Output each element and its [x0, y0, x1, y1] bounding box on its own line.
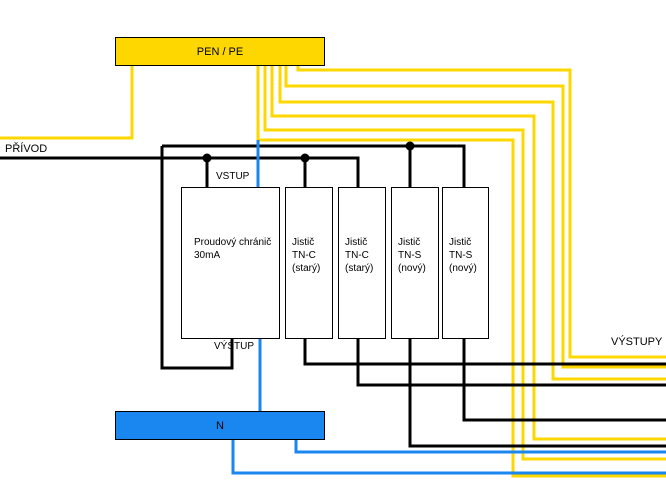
breaker-1-line-3: (starý): [292, 263, 321, 274]
phase-output-breaker-2: [356, 339, 666, 387]
breaker-4-line-1: Jistič: [449, 237, 472, 248]
rcd-label-line-2: 30mA: [194, 250, 221, 261]
breaker-2-line-2: TN-C: [345, 250, 369, 261]
breaker-3: Jistič TN-S (nový): [391, 187, 439, 339]
pen-pe-bar: PEN / PE: [115, 37, 325, 66]
vystup-label: VÝSTUP: [214, 341, 255, 352]
breaker-4-line-3: (nový): [449, 263, 477, 274]
pe-wire-output-4: [270, 66, 666, 441]
pe-wire-output-2: [284, 66, 666, 369]
phase-output-breaker-1: [303, 339, 666, 366]
pe-wire-privod: [0, 66, 134, 140]
breaker-1-line-1: Jistič: [292, 237, 315, 248]
breaker-3-line-3: (nový): [398, 263, 426, 274]
n-label: N: [216, 419, 224, 432]
neutral-output-2: [294, 440, 666, 454]
n-bar: N: [115, 411, 325, 440]
breaker-4: Jistič TN-S (nový): [442, 187, 489, 339]
breaker-2-line-1: Jistič: [345, 237, 368, 248]
pe-wire-output-6: [256, 66, 666, 478]
junction-dot-2: [300, 153, 310, 163]
breaker-3-line-2: TN-S: [398, 250, 422, 261]
junction-dot-1: [202, 153, 212, 163]
privod-label: PŘÍVOD: [5, 143, 48, 155]
pe-wire-output-5: [263, 66, 666, 461]
pen-pe-label: PEN / PE: [196, 45, 244, 58]
pe-wire-output-3: [278, 66, 666, 381]
breaker-1-line-2: TN-C: [292, 250, 316, 261]
rcd-box: Proudový chránič 30mA: [181, 187, 280, 339]
breaker-1: Jistič TN-C (starý): [285, 187, 333, 339]
junction-dot-3: [405, 141, 415, 151]
phase-loop-rcd: [160, 146, 234, 370]
phase-output-breaker-4: [462, 339, 666, 422]
vystupy-label: VÝSTUPY: [611, 336, 663, 348]
pe-wire-output-1: [296, 66, 666, 359]
breaker-3-line-1: Jistič: [398, 237, 421, 248]
phase-bus-top: [162, 144, 466, 187]
breaker-2-line-3: (starý): [345, 263, 374, 274]
vstup-label: VSTUP: [216, 171, 250, 182]
phase-output-breaker-3: [408, 339, 666, 448]
neutral-output-1: [231, 428, 666, 475]
rcd-label-line-1: Proudový chránič: [194, 237, 272, 248]
breaker-4-line-2: TN-S: [449, 250, 473, 261]
breaker-2: Jistič TN-C (starý): [338, 187, 386, 339]
